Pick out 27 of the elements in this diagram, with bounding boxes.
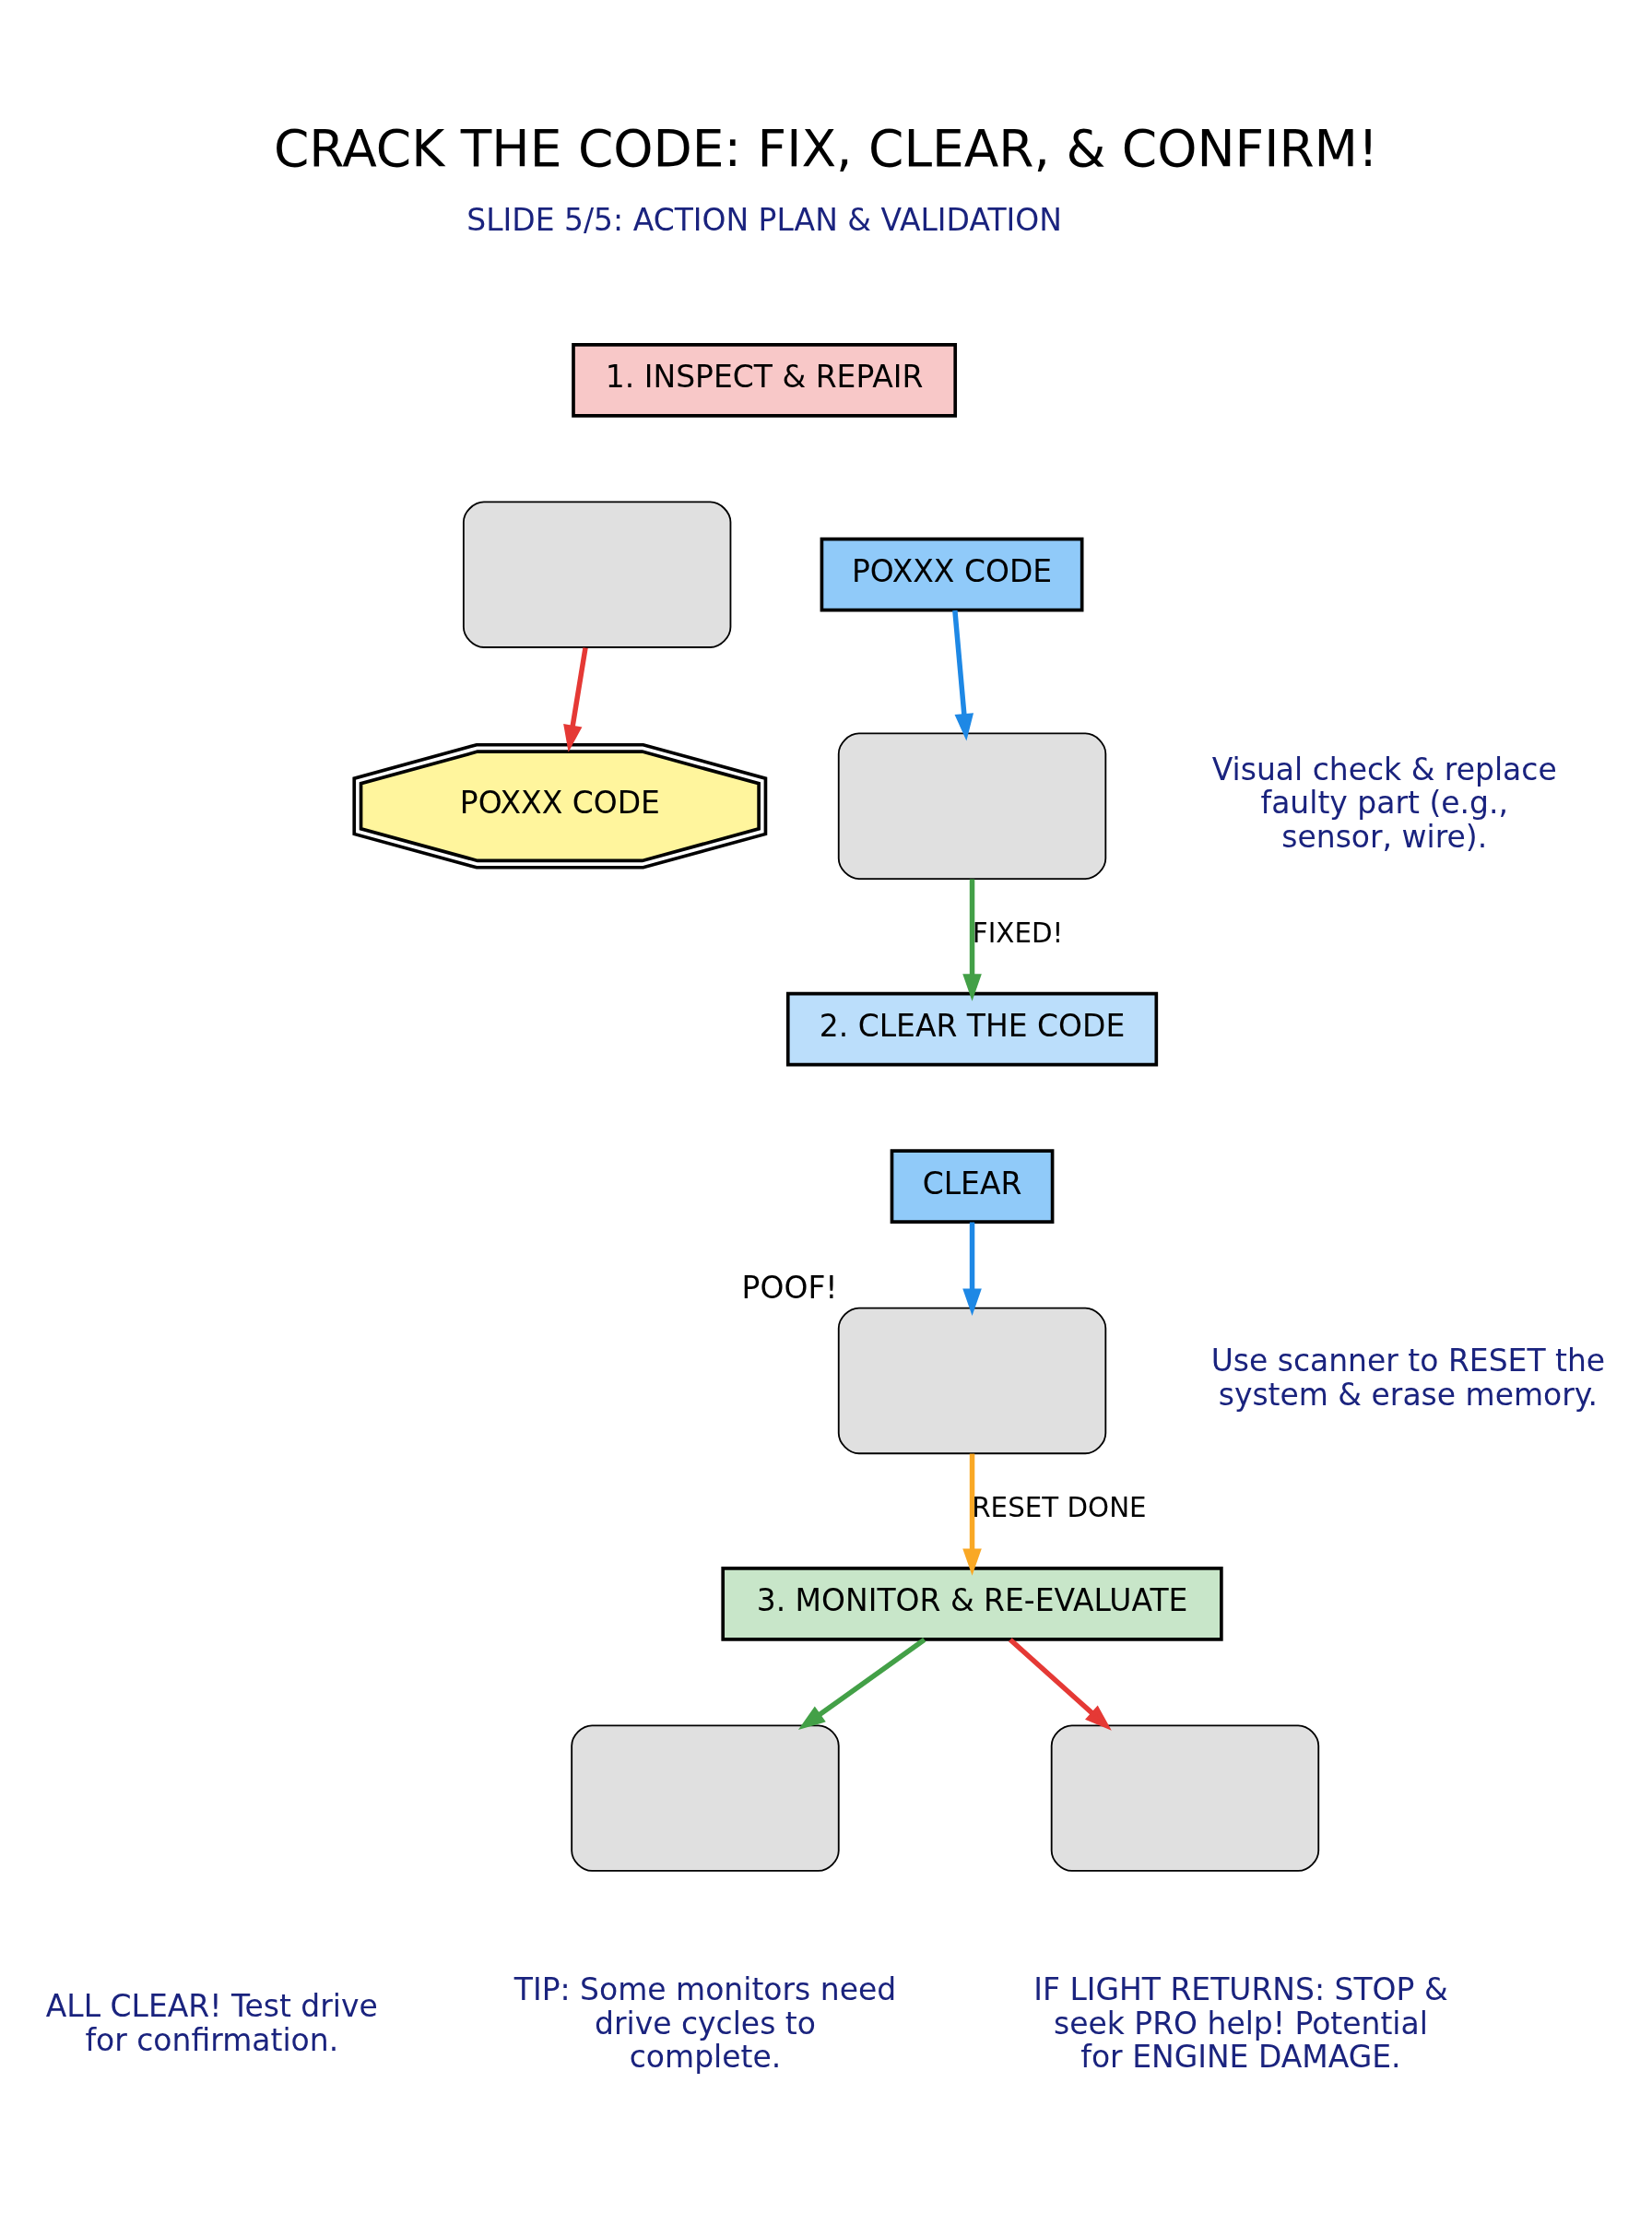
edge-label: RESET DONE [972,1492,1147,1523]
label: ALL CLEAR! Test drive for confirmation. [45,1987,378,2058]
node-label: POOF! [741,1269,838,1306]
label: IF LIGHT RETURNS: STOP & seek PRO help! Potential for ENGINE DAMAGE. [1033,1970,1448,2075]
arrow [563,646,588,752]
node-box [837,732,1107,880]
diagram-title: CRACK THE CODE: FIX, CLEAR, & CONFIRM! [273,118,1379,178]
arrow [962,878,982,1001]
node-box [1050,1723,1320,1872]
label: TIP: Some monitors need drive cycles to complete. [513,1970,897,2075]
node-box: 1. INSPECT & REPAIR [572,342,958,418]
arrow [1009,1637,1112,1731]
node-box [462,500,732,648]
arrow [797,1637,926,1730]
edge-label: FIXED! [972,917,1064,949]
arrow [962,1222,982,1316]
node-box: 3. MONITOR & RE-EVALUATE [721,1566,1223,1641]
node-box: CLEAR [890,1148,1055,1224]
arrow [962,1453,982,1576]
node-box [837,1307,1107,1454]
node-box: POXXX CODE [820,537,1084,611]
node-box: 2. CLEAR THE CODE [785,991,1159,1066]
node-box [571,1723,840,1872]
label: Use scanner to RESET the system & erase memory. [1210,1342,1606,1413]
arrow [952,609,974,740]
label: Visual check & replace faulty part (e.g., sensor, wire). [1211,751,1557,855]
label: SLIDE 5/5: ACTION PLAN & VALIDATION [466,201,1062,238]
